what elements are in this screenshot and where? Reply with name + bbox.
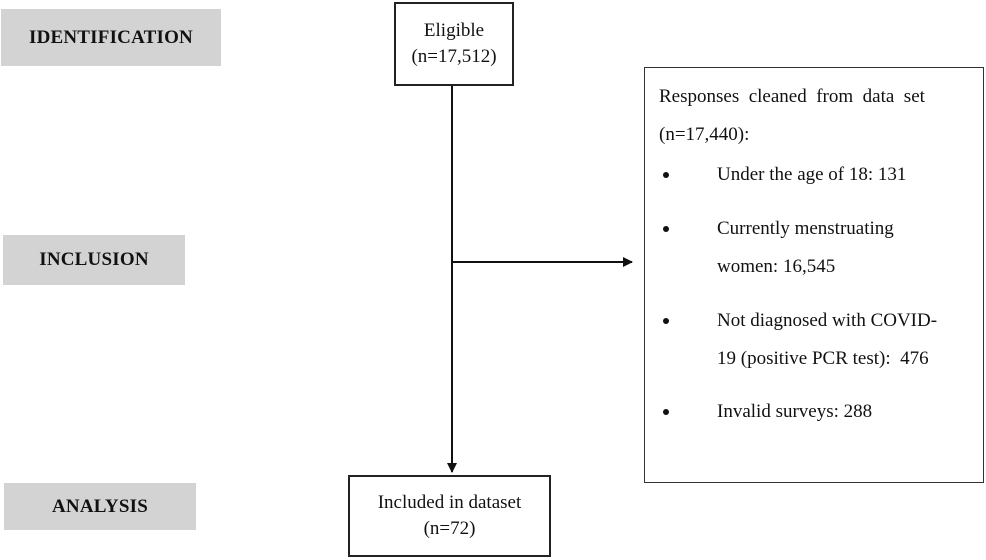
excluded-reason-text: Not diagnosed with COVID- (717, 310, 938, 331)
excluded-responses-box: Responses cleaned from data set (n=17,44… (644, 67, 984, 483)
excluded-reason-text: Under the age of 18: 131 (717, 164, 907, 185)
stage-inclusion-text: INCLUSION (39, 249, 149, 270)
excluded-heading-line1: Responses cleaned from data set (659, 86, 925, 107)
eligible-box: Eligible (n=17,512) (394, 2, 514, 86)
stage-identification-text: IDENTIFICATION (29, 26, 193, 48)
stage-inclusion-label: INCLUSION (3, 235, 185, 285)
bullet-icon (663, 226, 669, 232)
bullet-icon (663, 172, 669, 178)
eligible-label: Eligible (423, 20, 485, 41)
excluded-reason-text: Invalid surveys: 288 (717, 401, 873, 422)
included-label: Included in dataset (377, 492, 522, 513)
excluded-reason-text: Currently menstruating (717, 218, 894, 239)
included-count: (n=72) (423, 518, 476, 539)
stage-identification-label: IDENTIFICATION (1, 9, 221, 66)
bullet-icon (663, 318, 669, 324)
excluded-reason-text-cont: 19 (positive PCR test): 476 (717, 348, 929, 369)
included-box: Included in dataset (n=72) (348, 475, 551, 557)
excluded-heading-line2: (n=17,440): (659, 124, 750, 145)
eligible-count: (n=17,512) (411, 46, 497, 67)
excluded-heading: Responses cleaned from data set (n=17,44… (659, 84, 979, 148)
bullet-icon (663, 409, 669, 415)
stage-analysis-text: ANALYSIS (52, 495, 148, 517)
excluded-reason-text-cont: women: 16,545 (717, 256, 836, 277)
stage-analysis-label: ANALYSIS (4, 483, 196, 530)
